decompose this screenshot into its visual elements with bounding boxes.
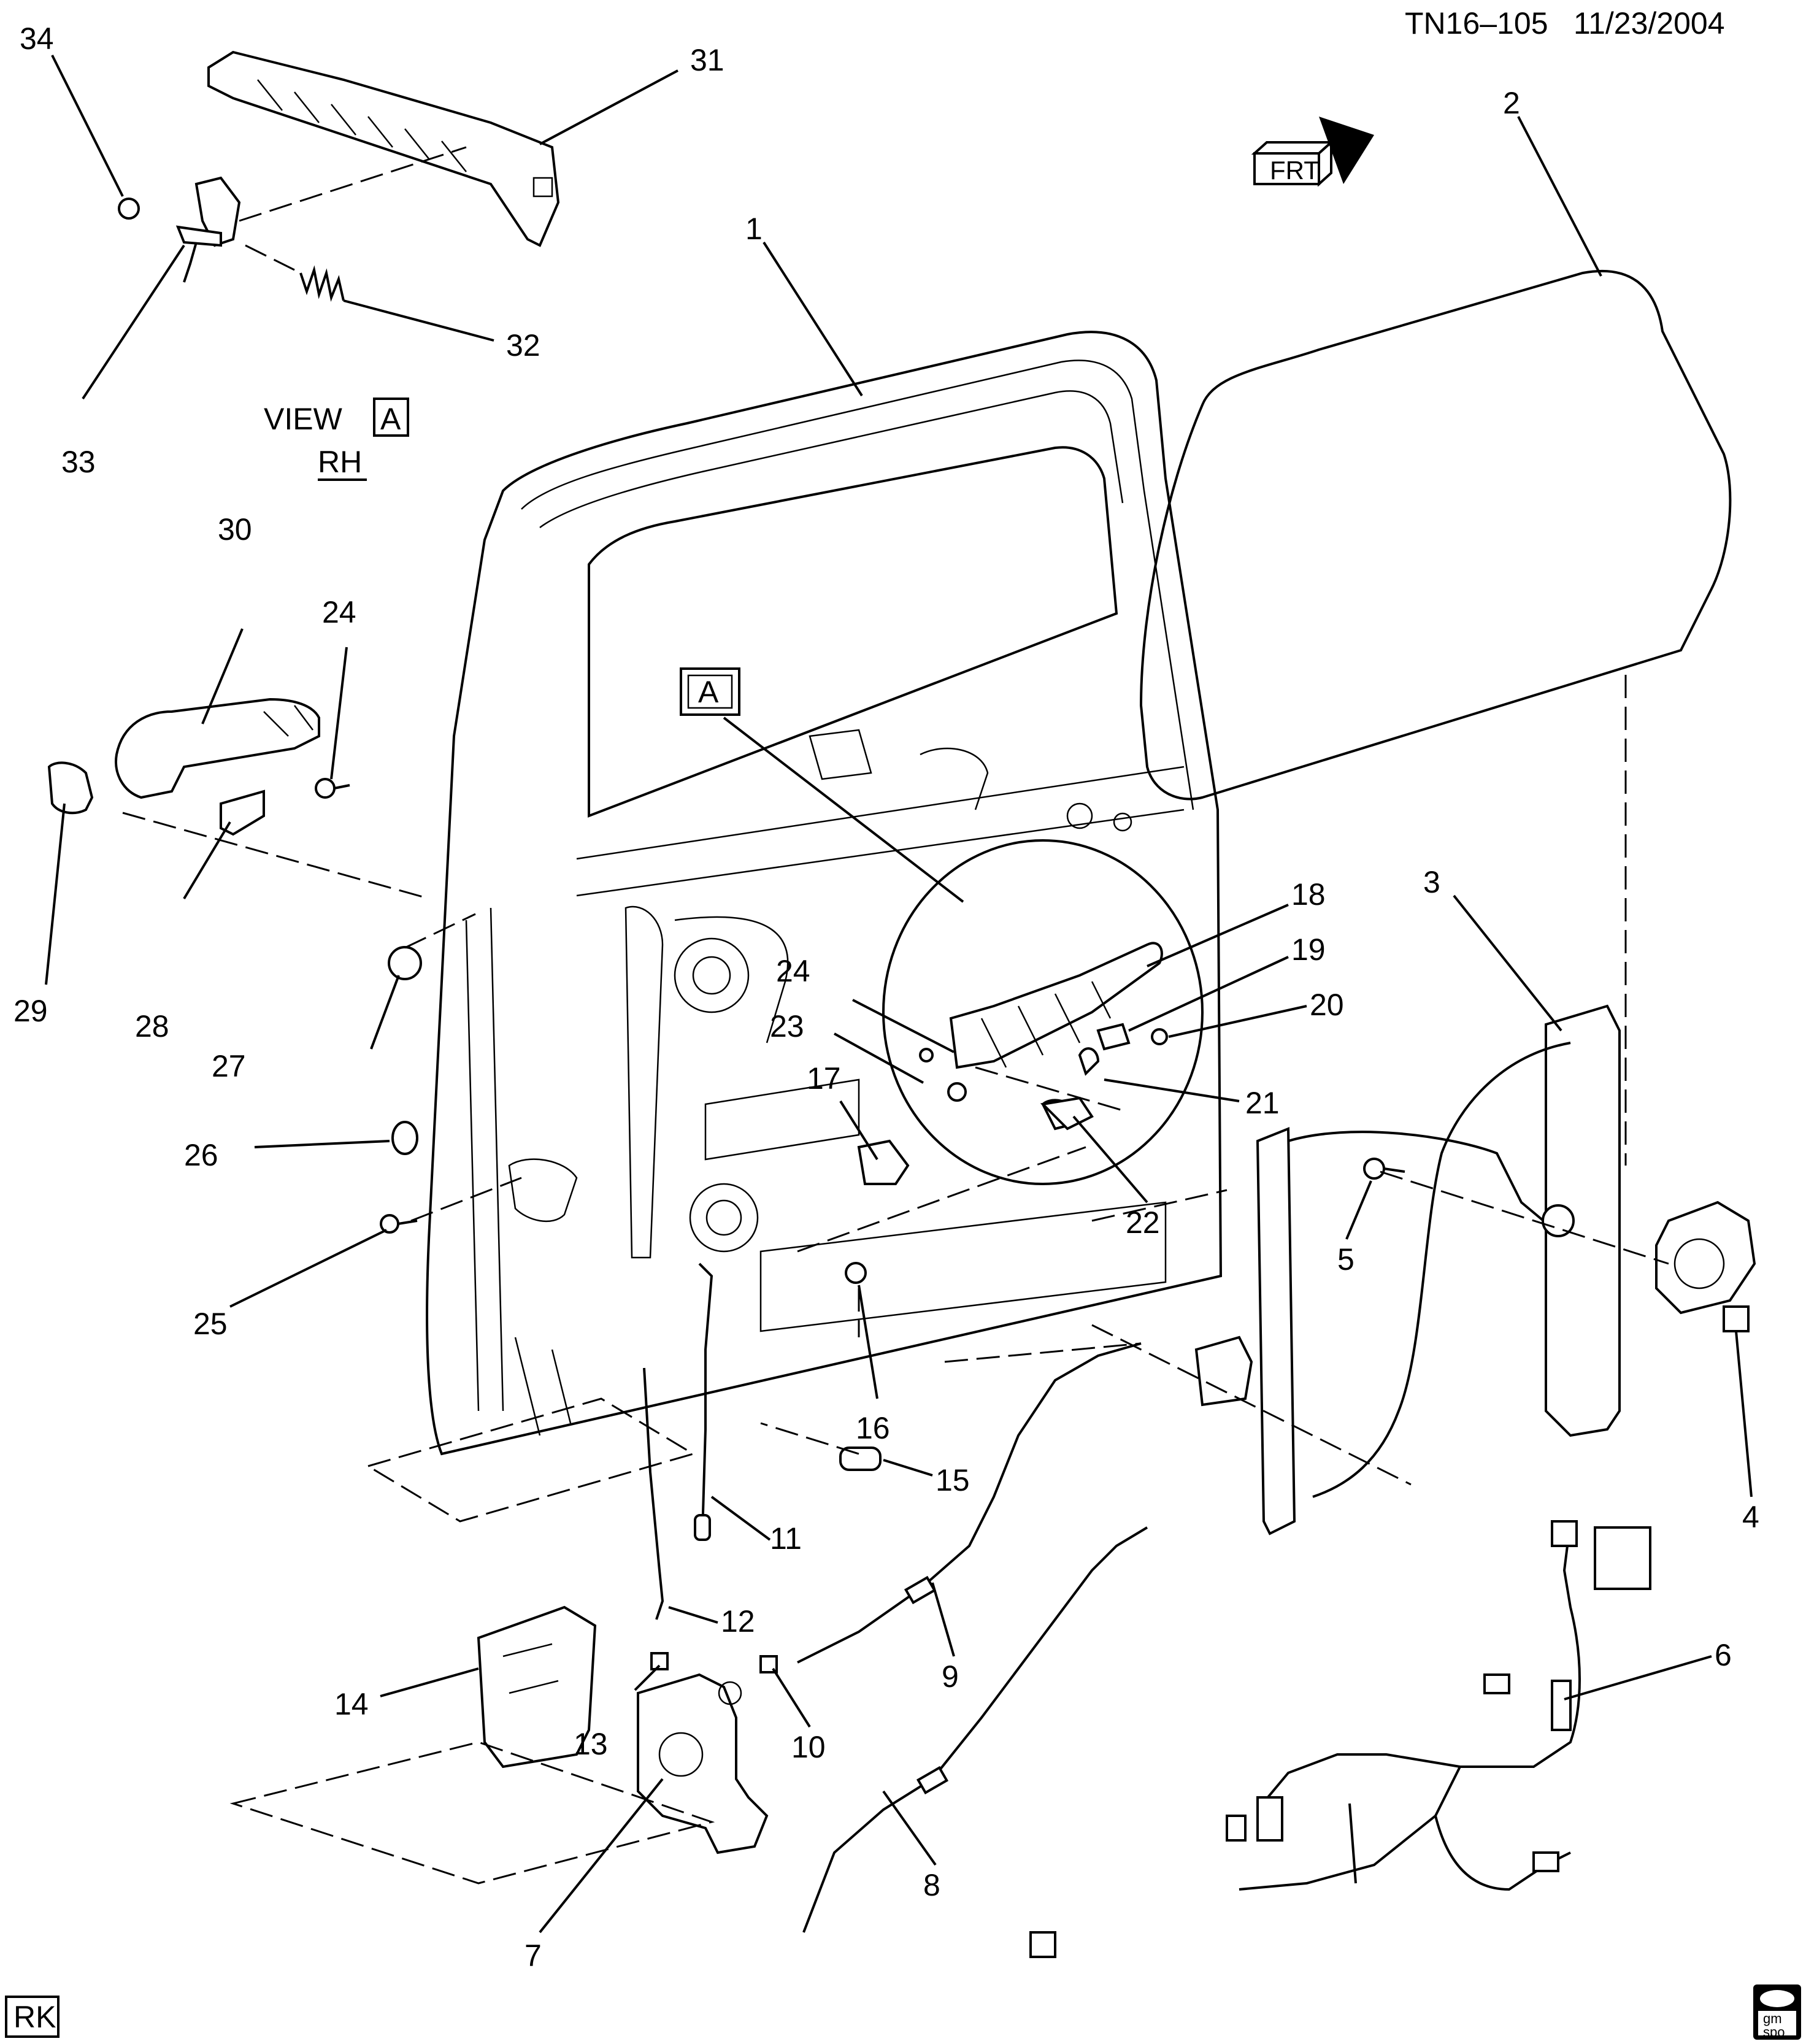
cable-part-8 bbox=[802, 1526, 1148, 1933]
inside-handle-part bbox=[115, 697, 320, 799]
callout-24: 24 bbox=[322, 595, 356, 629]
callout-33: 33 bbox=[61, 445, 96, 479]
view-side: RH bbox=[318, 445, 362, 479]
callout-7: 7 bbox=[525, 1938, 542, 1973]
plug-part-27 bbox=[388, 946, 422, 980]
spring-part bbox=[299, 265, 345, 302]
regulator-part-3 bbox=[1194, 1004, 1621, 1535]
lock-lever-part bbox=[118, 176, 241, 283]
callout-34: 34 bbox=[20, 21, 54, 56]
callout-30: 30 bbox=[218, 512, 252, 547]
callout-18: 18 bbox=[1291, 877, 1326, 912]
callout-14: 14 bbox=[334, 1687, 369, 1721]
seal-part-15 bbox=[839, 1447, 882, 1471]
callout-31: 31 bbox=[690, 43, 724, 77]
cable-part-9 bbox=[797, 1342, 1142, 1664]
callout-25: 25 bbox=[193, 1307, 228, 1341]
callout-8: 8 bbox=[923, 1868, 940, 1902]
view-a-label: VIEW A RH bbox=[264, 398, 409, 481]
nut-part-16 bbox=[845, 1262, 867, 1284]
latch-part-7 bbox=[637, 1673, 769, 1854]
rod-part-11 bbox=[694, 1262, 713, 1541]
callout-21: 21 bbox=[1245, 1086, 1280, 1120]
outside-handle-bracket-part bbox=[207, 50, 560, 247]
door-frame-part bbox=[426, 331, 1223, 1456]
callout-11: 11 bbox=[770, 1521, 802, 1556]
callout-12: 12 bbox=[721, 1604, 755, 1639]
figure-date: 11/23/2004 bbox=[1574, 6, 1725, 40]
callout-15: 15 bbox=[936, 1463, 970, 1497]
callout-23: 23 bbox=[770, 1009, 804, 1043]
callout-27: 27 bbox=[212, 1049, 246, 1083]
callout-6: 6 bbox=[1715, 1638, 1732, 1672]
callout-22: 22 bbox=[1126, 1205, 1160, 1240]
callout-17: 17 bbox=[807, 1061, 841, 1096]
clip-part-13 bbox=[650, 1652, 669, 1670]
callout-13: 13 bbox=[574, 1727, 608, 1761]
figure-id: TN16–105 bbox=[1405, 6, 1548, 40]
bolt-part-25 bbox=[380, 1214, 418, 1234]
motor-part-4 bbox=[1655, 1201, 1756, 1332]
seal-ring-part-26 bbox=[391, 1121, 418, 1155]
callout-10: 10 bbox=[791, 1730, 826, 1764]
front-arrow-label: FRT bbox=[1270, 156, 1320, 185]
screw-part-24 bbox=[315, 778, 350, 799]
rod-part-12 bbox=[643, 1367, 664, 1620]
view-title: VIEW bbox=[264, 402, 343, 436]
callout-16: 16 bbox=[856, 1411, 890, 1445]
front-arrow-icon: FRT bbox=[1251, 117, 1374, 187]
footer-code: RK bbox=[13, 2000, 56, 2034]
callout-4: 4 bbox=[1742, 1500, 1759, 1534]
callout-26: 26 bbox=[184, 1138, 218, 1172]
callout-3: 3 bbox=[1423, 865, 1440, 899]
detail-callout-letter: A bbox=[698, 675, 719, 709]
callout-19: 19 bbox=[1291, 932, 1326, 967]
detail-view-a-circle bbox=[882, 839, 1204, 1185]
handle-bracket-part bbox=[220, 790, 265, 836]
reference-lines bbox=[122, 146, 1669, 1885]
bolt-part-5 bbox=[1363, 1158, 1405, 1180]
callout-28: 28 bbox=[135, 1009, 169, 1043]
callout-2: 2 bbox=[1503, 86, 1520, 120]
callout-labels: 1 2 3 4 5 6 7 8 9 10 11 12 13 14 15 16 1… bbox=[13, 21, 1759, 1973]
wiring-harness-part-6 bbox=[1029, 1520, 1651, 1958]
clip-part-22 bbox=[1040, 1096, 1094, 1131]
callout-9: 9 bbox=[942, 1659, 959, 1694]
callout-32: 32 bbox=[506, 328, 540, 363]
view-box-letter: A bbox=[380, 402, 401, 436]
callout-24-detail: 24 bbox=[776, 954, 810, 988]
leader-lines bbox=[45, 55, 1753, 1934]
clip-part-17 bbox=[857, 1139, 910, 1185]
callout-29: 29 bbox=[13, 994, 48, 1028]
callout-5: 5 bbox=[1337, 1242, 1354, 1277]
callout-1: 1 bbox=[745, 212, 763, 246]
detail-callout-a: A bbox=[680, 667, 740, 716]
callout-20: 20 bbox=[1310, 988, 1344, 1022]
escutcheon-part bbox=[47, 761, 94, 815]
door-glass-part bbox=[1139, 269, 1732, 801]
